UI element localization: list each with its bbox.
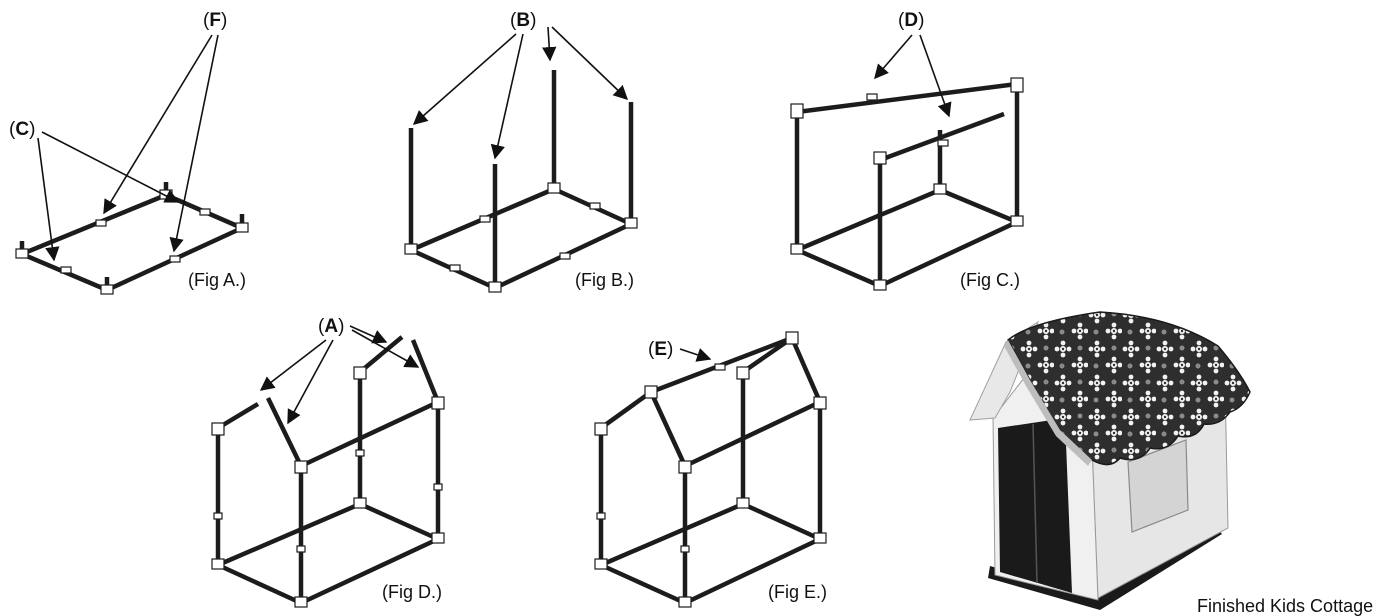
callout-c-arrow-2 bbox=[41, 131, 180, 203]
figure-a: (F) (C) (Fig A.) bbox=[9, 10, 249, 295]
callout-f: (F) bbox=[103, 10, 227, 253]
svg-text:(C): (C) bbox=[9, 119, 35, 140]
callout-b: (B) bbox=[412, 10, 629, 160]
caption-fig-d: (Fig D.) bbox=[382, 582, 442, 602]
callout-f-arrow-1 bbox=[103, 34, 213, 215]
callout-a-arrow-4 bbox=[351, 329, 420, 368]
callout-a-arrow-2 bbox=[287, 339, 334, 425]
caption-fig-c: (Fig C.) bbox=[960, 270, 1020, 290]
callout-b-arrow-4 bbox=[551, 26, 629, 100]
callout-a-letter: A bbox=[324, 316, 338, 337]
svg-text:(D): (D) bbox=[898, 10, 924, 31]
caption-fig-a: (Fig A.) bbox=[188, 270, 246, 290]
callout-a: (A) bbox=[259, 316, 420, 425]
svg-text:(E): (E) bbox=[648, 339, 673, 360]
figure-b: (B) (Fig B.) bbox=[404, 10, 638, 293]
svg-text:(F): (F) bbox=[203, 10, 227, 31]
callout-a-arrow-3 bbox=[349, 325, 388, 344]
callout-a-arrow-1 bbox=[259, 339, 327, 391]
fig-b-frame bbox=[408, 70, 634, 291]
callout-e-letter: E bbox=[654, 339, 667, 360]
callout-b-arrow-2 bbox=[490, 33, 524, 160]
fig-e-joints bbox=[594, 331, 827, 608]
callout-b-arrow-1 bbox=[412, 33, 517, 125]
svg-text:(B): (B) bbox=[510, 10, 536, 31]
callout-c-letter: C bbox=[15, 119, 29, 140]
callout-b-arrow-3 bbox=[542, 26, 557, 62]
callout-d: (D) bbox=[874, 10, 952, 118]
fig-b-joints bbox=[404, 182, 638, 293]
fig-c-joints bbox=[790, 77, 1024, 291]
caption-fig-b: (Fig B.) bbox=[575, 270, 634, 290]
svg-text:(A): (A) bbox=[318, 316, 344, 337]
callout-e-arrow bbox=[679, 348, 712, 362]
fig-e-frame bbox=[598, 335, 823, 606]
finished-cottage-photo bbox=[969, 311, 1251, 610]
fig-c-frame bbox=[794, 81, 1020, 289]
caption-fig-e: (Fig E.) bbox=[768, 582, 827, 602]
callout-d-arrow-2 bbox=[919, 34, 952, 118]
callout-f-letter: F bbox=[209, 10, 221, 31]
callout-d-letter: D bbox=[904, 10, 918, 31]
callout-e: (E) bbox=[648, 339, 712, 362]
figure-e: (E) (Fig E.) bbox=[594, 331, 827, 608]
fig-d-joints bbox=[211, 366, 445, 608]
callout-f-arrow-2 bbox=[169, 34, 219, 253]
caption-finished-cottage: Finished Kids Cottage bbox=[1197, 596, 1373, 616]
callout-d-arrow-1 bbox=[874, 34, 913, 80]
callout-b-letter: B bbox=[516, 10, 530, 31]
figure-d: (A) (Fig D.) bbox=[211, 316, 445, 608]
cottage-roof-edge bbox=[1004, 340, 1092, 466]
callout-c: (C) bbox=[9, 119, 180, 262]
fig-d-frame bbox=[215, 335, 441, 606]
callout-c-arrow-1 bbox=[37, 137, 60, 262]
figure-c: (D) (Fig C.) bbox=[790, 10, 1024, 291]
